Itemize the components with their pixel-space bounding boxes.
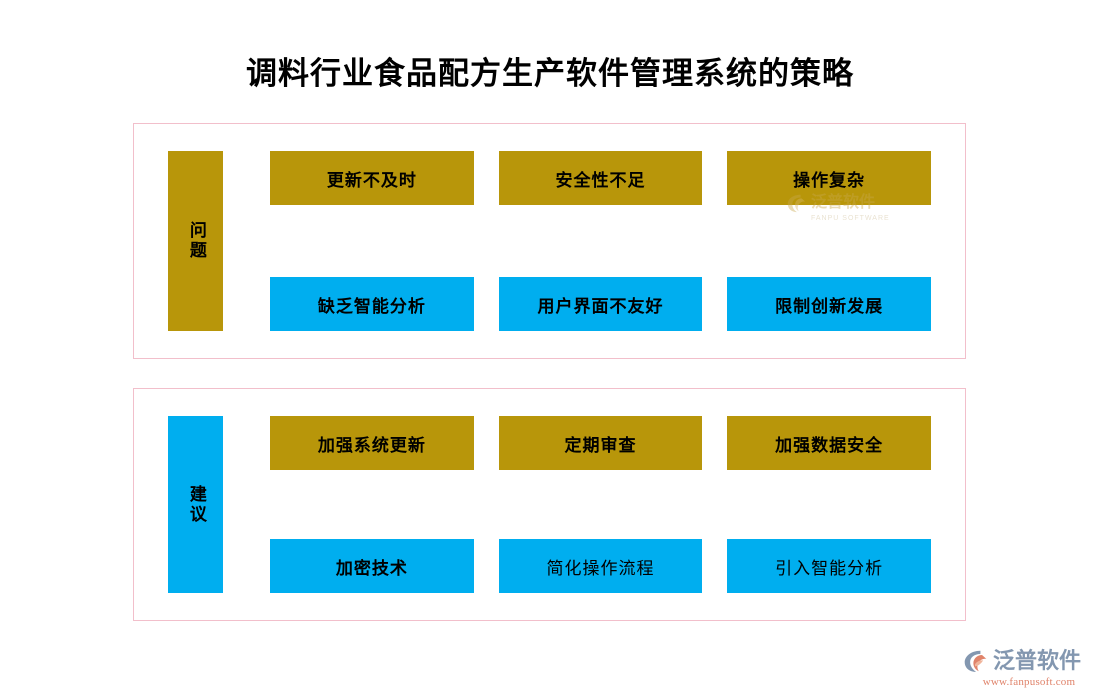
item-cell[interactable]: 加密技术	[270, 539, 474, 593]
item-cell[interactable]: 定期审查	[498, 416, 703, 470]
panel-items-grid: 加强系统更新 定期审查 加强数据安全 加密技术 简化操作流程 引入智能分析	[270, 416, 932, 593]
brand-name: 泛普软件	[993, 648, 1082, 673]
item-row-bottom: 加密技术 简化操作流程 引入智能分析	[270, 539, 932, 593]
item-row-top: 更新不及时 安全性不足 操作复杂	[270, 151, 932, 205]
page-title: 调料行业食品配方生产软件管理系统的策略	[246, 56, 854, 91]
item-cell[interactable]: 限制创新发展	[727, 277, 932, 331]
item-cell[interactable]: 引入智能分析	[727, 539, 932, 593]
panel-label-text: 问题	[186, 221, 206, 261]
panel-problems: 问题 更新不及时 安全性不足 操作复杂 缺乏智能分析 用户界面不友好 限制创新发…	[133, 123, 966, 359]
panel-label-recommendations: 建议	[168, 416, 223, 593]
item-row-bottom: 缺乏智能分析 用户界面不友好 限制创新发展	[270, 277, 932, 331]
brand-logo: 泛普软件 www.fanpusoft.com	[962, 648, 1096, 694]
panel-recommendations: 建议 加强系统更新 定期审查 加强数据安全 加密技术 简化操作流程 引入智能分析	[133, 388, 966, 621]
item-cell[interactable]: 安全性不足	[498, 151, 703, 205]
item-row-top: 加强系统更新 定期审查 加强数据安全	[270, 416, 932, 470]
item-cell[interactable]: 更新不及时	[270, 151, 474, 205]
fanpu-brand-icon	[964, 650, 987, 672]
item-cell[interactable]: 加强数据安全	[727, 416, 932, 470]
panel-items-grid: 更新不及时 安全性不足 操作复杂 缺乏智能分析 用户界面不友好 限制创新发展	[270, 151, 932, 331]
item-cell[interactable]: 加强系统更新	[270, 416, 474, 470]
brand-url: www.fanpusoft.com	[982, 676, 1076, 688]
item-cell[interactable]: 操作复杂	[727, 151, 932, 205]
item-cell[interactable]: 简化操作流程	[498, 539, 703, 593]
panel-label-text: 建议	[186, 484, 206, 525]
item-cell[interactable]: 用户界面不友好	[498, 277, 703, 331]
item-cell[interactable]: 缺乏智能分析	[270, 277, 474, 331]
panel-label-problems: 问题	[168, 151, 223, 331]
